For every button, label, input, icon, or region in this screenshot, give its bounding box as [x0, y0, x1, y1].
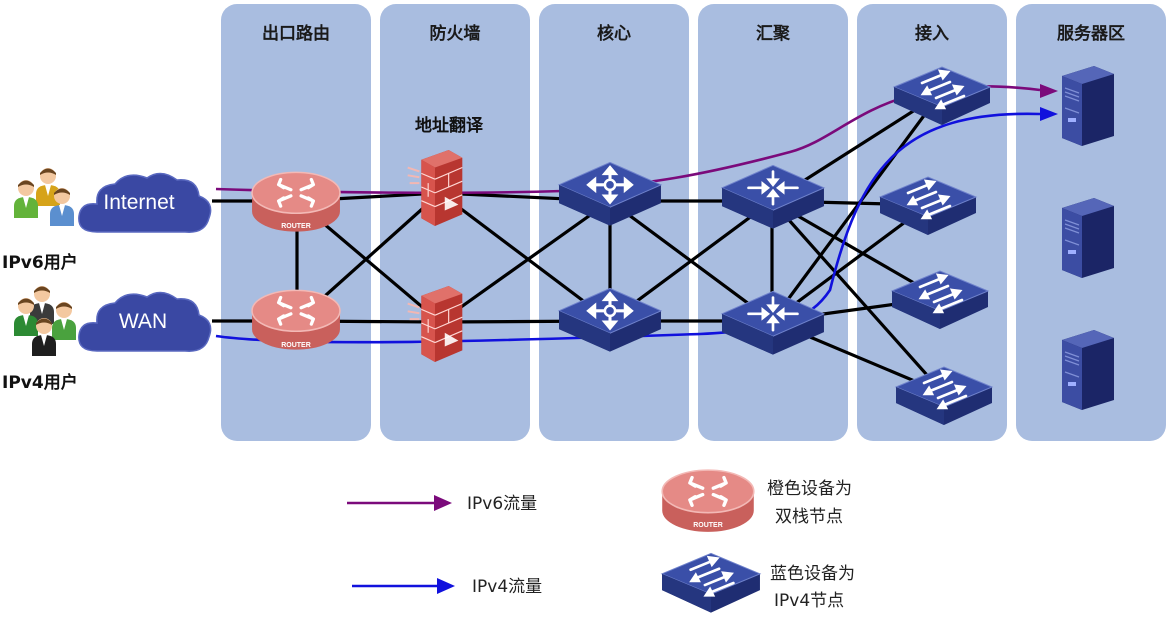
legend-blue-line1: 蓝色设备为: [770, 564, 855, 584]
ipv6-flow: [215, 84, 1058, 195]
router-icon: ROUTER: [660, 468, 756, 534]
internet-cloud-icon: Internet: [77, 172, 212, 234]
wan-cloud-icon: WAN: [77, 291, 212, 353]
zone-title-egress: 出口路由: [262, 23, 330, 44]
legend: IPv6流量 IPv4流量 ROUTER 橙色设备为 双栈节点 蓝色设备为 IP…: [347, 468, 855, 614]
router-badge: ROUTER: [281, 342, 311, 349]
zone-title-aggregation: 汇聚: [756, 24, 791, 44]
ipv6-users-icon: [14, 168, 74, 226]
nat-label: 地址翻译: [415, 115, 484, 136]
ipv6-users-label: IPv6用户: [2, 252, 78, 273]
ipv4-users-label: IPv4用户: [2, 372, 78, 393]
router-badge: ROUTER: [281, 223, 311, 230]
zone-title-access: 接入: [915, 23, 949, 44]
ipv4-users-icon: [14, 286, 76, 356]
legend-ipv6-arrow: [347, 495, 452, 511]
switch-icon: [660, 552, 762, 614]
server-icon: [1061, 329, 1115, 411]
zone-title-core: 核心: [597, 23, 631, 44]
router-badge: ROUTER: [693, 522, 723, 529]
server-icon: [1061, 65, 1115, 147]
zone-title-servers: 服务器区: [1057, 23, 1125, 44]
legend-blue-line2: IPv4节点: [774, 591, 844, 611]
zone-firewall: [380, 4, 530, 441]
internet-label: Internet: [103, 191, 174, 214]
legend-orange-line1: 橙色设备为: [767, 479, 852, 499]
legend-ipv6-label: IPv6流量: [467, 494, 537, 514]
router-icon: ROUTER: [250, 288, 342, 352]
zone-title-firewall: 防火墙: [430, 23, 481, 44]
wan-label: WAN: [119, 310, 167, 333]
zones: 出口路由 防火墙 核心 汇聚 接入 服务器区: [221, 4, 1166, 441]
router-icon: ROUTER: [250, 170, 342, 234]
legend-orange-line2: 双栈节点: [775, 507, 843, 527]
legend-ipv4-label: IPv4流量: [472, 577, 542, 597]
server-icon: [1061, 197, 1115, 279]
legend-ipv4-arrow: [352, 578, 455, 594]
